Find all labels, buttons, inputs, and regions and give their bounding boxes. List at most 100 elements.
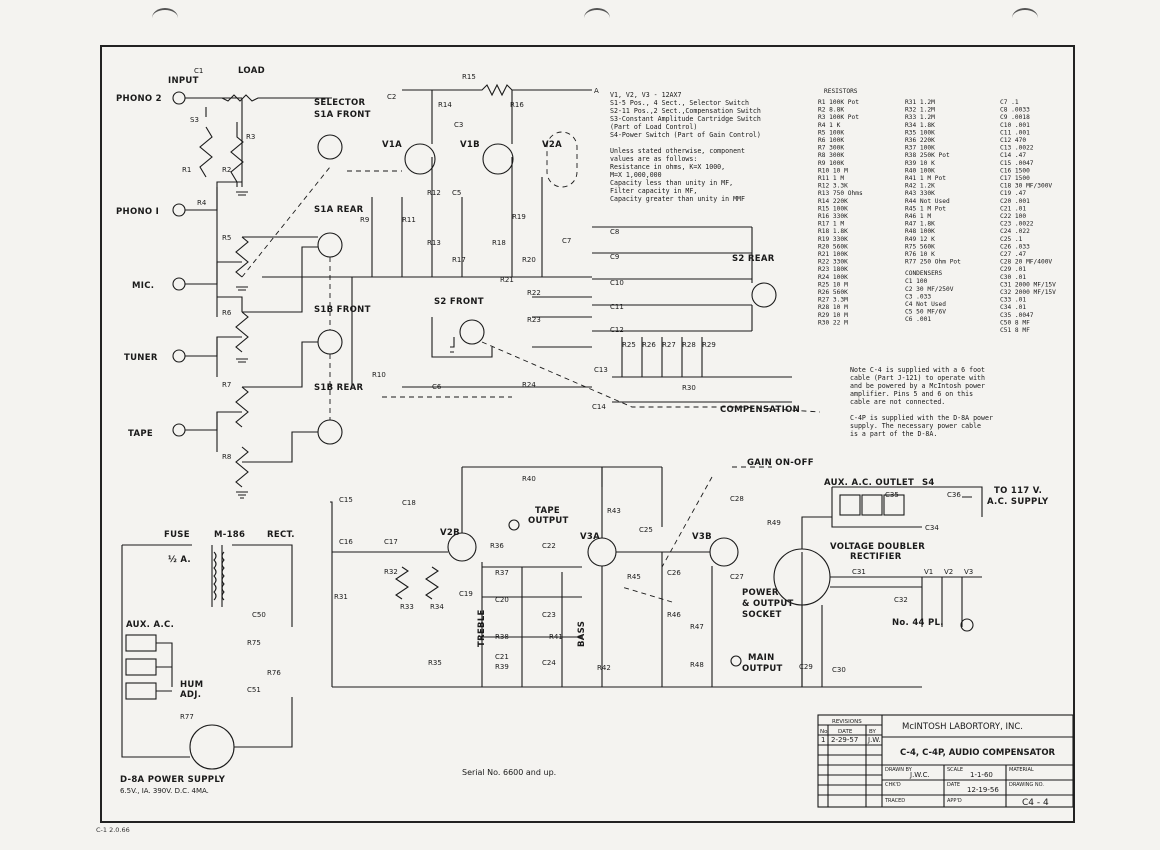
- r3-label: R3: [246, 133, 255, 141]
- condenser-entry: C12 470: [1000, 137, 1026, 144]
- s4-label: S4: [922, 478, 935, 488]
- power-output-label-2: & OUTPUT: [742, 599, 794, 609]
- note-line: Unless stated otherwise, component: [610, 147, 745, 155]
- resistor-entry: R46 1 M: [905, 213, 931, 220]
- drawn-by-label: DRAWN BY: [885, 767, 913, 773]
- r5-label: R5: [222, 234, 231, 242]
- note-c4-line: is a part of the D-8A.: [850, 430, 937, 438]
- c36-label: C36: [947, 491, 961, 499]
- resistor-entry: R12 3.3K: [818, 183, 848, 190]
- traced-label: TRACED: [884, 798, 905, 804]
- binder-hole-right: [1012, 8, 1038, 28]
- r76-label: R76: [267, 669, 281, 677]
- s1b-rear-label: S1B REAR: [314, 383, 364, 393]
- resistor-entry: R29 10 M: [818, 312, 848, 319]
- s1a-front-label: S1A FRONT: [314, 110, 371, 120]
- v3b-tube: [709, 537, 739, 567]
- aux-ac-outlet-2: [125, 658, 157, 676]
- phono2-jack: [172, 91, 186, 105]
- aux-ac-label: AUX. A.C.: [126, 620, 174, 630]
- r36-label: R36: [490, 542, 504, 550]
- note-c4-line: and be powered by a McIntosh power: [850, 382, 985, 390]
- resistor-entry: R44 Not Used: [905, 198, 950, 205]
- condenser-entry: C31 2000 MF/15V: [1000, 281, 1056, 288]
- v3b-label: V3B: [692, 532, 712, 542]
- condenser-entry: C34 .01: [1000, 304, 1026, 311]
- resistor-entry: R11 1 M: [818, 175, 844, 182]
- schematic-drawing: INPUT LOAD PHONO 2 PHONO I MIC. TUNER TA…: [116, 66, 1074, 808]
- resistor-entry: R6 100K: [818, 137, 844, 144]
- resistor-entry: R26 560K: [818, 289, 848, 296]
- r19-label: R19: [512, 213, 526, 221]
- c29-label: C29: [799, 663, 813, 671]
- checked-label: CHK'D: [885, 782, 901, 788]
- resistor-entry: R16 330K: [818, 213, 848, 220]
- condenser-entry: C26 .033: [1000, 243, 1030, 250]
- tone-control-section: V2B V3A V3B TAPE OUTPUT TREBLE BASS POWE…: [330, 466, 922, 688]
- rev-date-header: DATE: [838, 729, 853, 735]
- resistor-entry: R24 100K: [818, 274, 848, 281]
- note-line: Capacity less than unity in MF,: [610, 179, 733, 187]
- schematic-sheet: INPUT LOAD PHONO 2 PHONO I MIC. TUNER TA…: [100, 45, 1075, 823]
- voltage-doubler-label: VOLTAGE DOUBLER: [830, 542, 925, 552]
- note-c4-line: supply. The necessary power cable: [850, 422, 981, 430]
- resistor-entry: R43 330K: [905, 190, 935, 197]
- condenser-entry: C50 8 MF: [1000, 319, 1030, 326]
- ac-supply-label: A.C. SUPPLY: [987, 497, 1049, 507]
- condenser-entry: C29 .01: [1000, 266, 1026, 273]
- c27-label: C27: [730, 573, 744, 581]
- r31-label: R31: [334, 593, 348, 601]
- r11-label: R11: [402, 216, 416, 224]
- r48-label: R48: [690, 661, 704, 669]
- resistor-entry: R42 1.2K: [905, 183, 935, 190]
- condenser-entry: C13 .0022: [1000, 145, 1034, 152]
- c20-label: C20: [495, 596, 509, 604]
- main-output-label-2: OUTPUT: [742, 664, 783, 674]
- r47-label: R47: [690, 623, 704, 631]
- c51-label: C51: [247, 686, 261, 694]
- pilot-lamp: [960, 618, 974, 632]
- resistor-entry: R40 100K: [905, 167, 935, 174]
- condenser-entry: C2 30 MF/250V: [905, 286, 954, 293]
- r32-label: R32: [384, 568, 398, 576]
- resistor-entry: R36 220K: [905, 137, 935, 144]
- date-label: DATE: [947, 782, 960, 788]
- c3-label: C3: [454, 121, 463, 129]
- c25-label: C25: [639, 526, 653, 534]
- r26-label: R26: [642, 341, 656, 349]
- aux-ac-outlet-label: AUX. A.C. OUTLET: [824, 478, 914, 488]
- a-node-label: A: [594, 87, 599, 95]
- c19-label: C19: [459, 590, 473, 598]
- c23-label: C23: [542, 611, 556, 619]
- condenser-entry: C3 .033: [905, 293, 931, 300]
- c1-label: C1: [194, 67, 203, 75]
- c18-label: C18: [402, 499, 416, 507]
- d8a-power-supply: FUSE ½ A. M-186 RECT. AUX. A.C. HUM ADJ.…: [120, 530, 295, 795]
- c16-label: C16: [339, 538, 353, 546]
- r15-label: R15: [462, 73, 476, 81]
- drawing-no-value: C4 - 4: [1022, 798, 1049, 808]
- r21-label: R21: [500, 276, 514, 284]
- resistor-entry: R22 330K: [818, 259, 848, 266]
- page-code: C-1 2.0.66: [96, 826, 130, 834]
- c30-label: C30: [832, 666, 846, 674]
- v2-label: V2: [944, 568, 953, 576]
- condenser-entry: C28 20 MF/400V: [1000, 259, 1052, 266]
- resistor-entry: R9 100K: [818, 160, 844, 167]
- input-section: INPUT LOAD PHONO 2 PHONO I MIC. TUNER TA…: [116, 66, 332, 499]
- power-plug-socket: [189, 724, 235, 770]
- resistor-entry: R27 3.3M: [818, 297, 848, 304]
- resistor-entry: R38 250K Pot: [905, 152, 950, 159]
- aux-ac-outlet-3: [125, 682, 157, 700]
- condenser-entry: C14 .47: [1000, 152, 1026, 159]
- aux-ac-outlet-1: [125, 634, 157, 652]
- condenser-entry: C1 100: [905, 278, 928, 285]
- v1b-label: V1B: [460, 140, 480, 150]
- title-block: REVISIONS No. DATE BY 1 2-29-57 J.W. McI…: [817, 714, 1074, 808]
- note-line: Filter capacity in MF,: [610, 187, 697, 195]
- c35-label: C35: [885, 491, 899, 499]
- r7-label: R7: [222, 381, 231, 389]
- appd-label: APP'D: [947, 798, 962, 804]
- condenser-entry: C4 Not Used: [905, 301, 946, 308]
